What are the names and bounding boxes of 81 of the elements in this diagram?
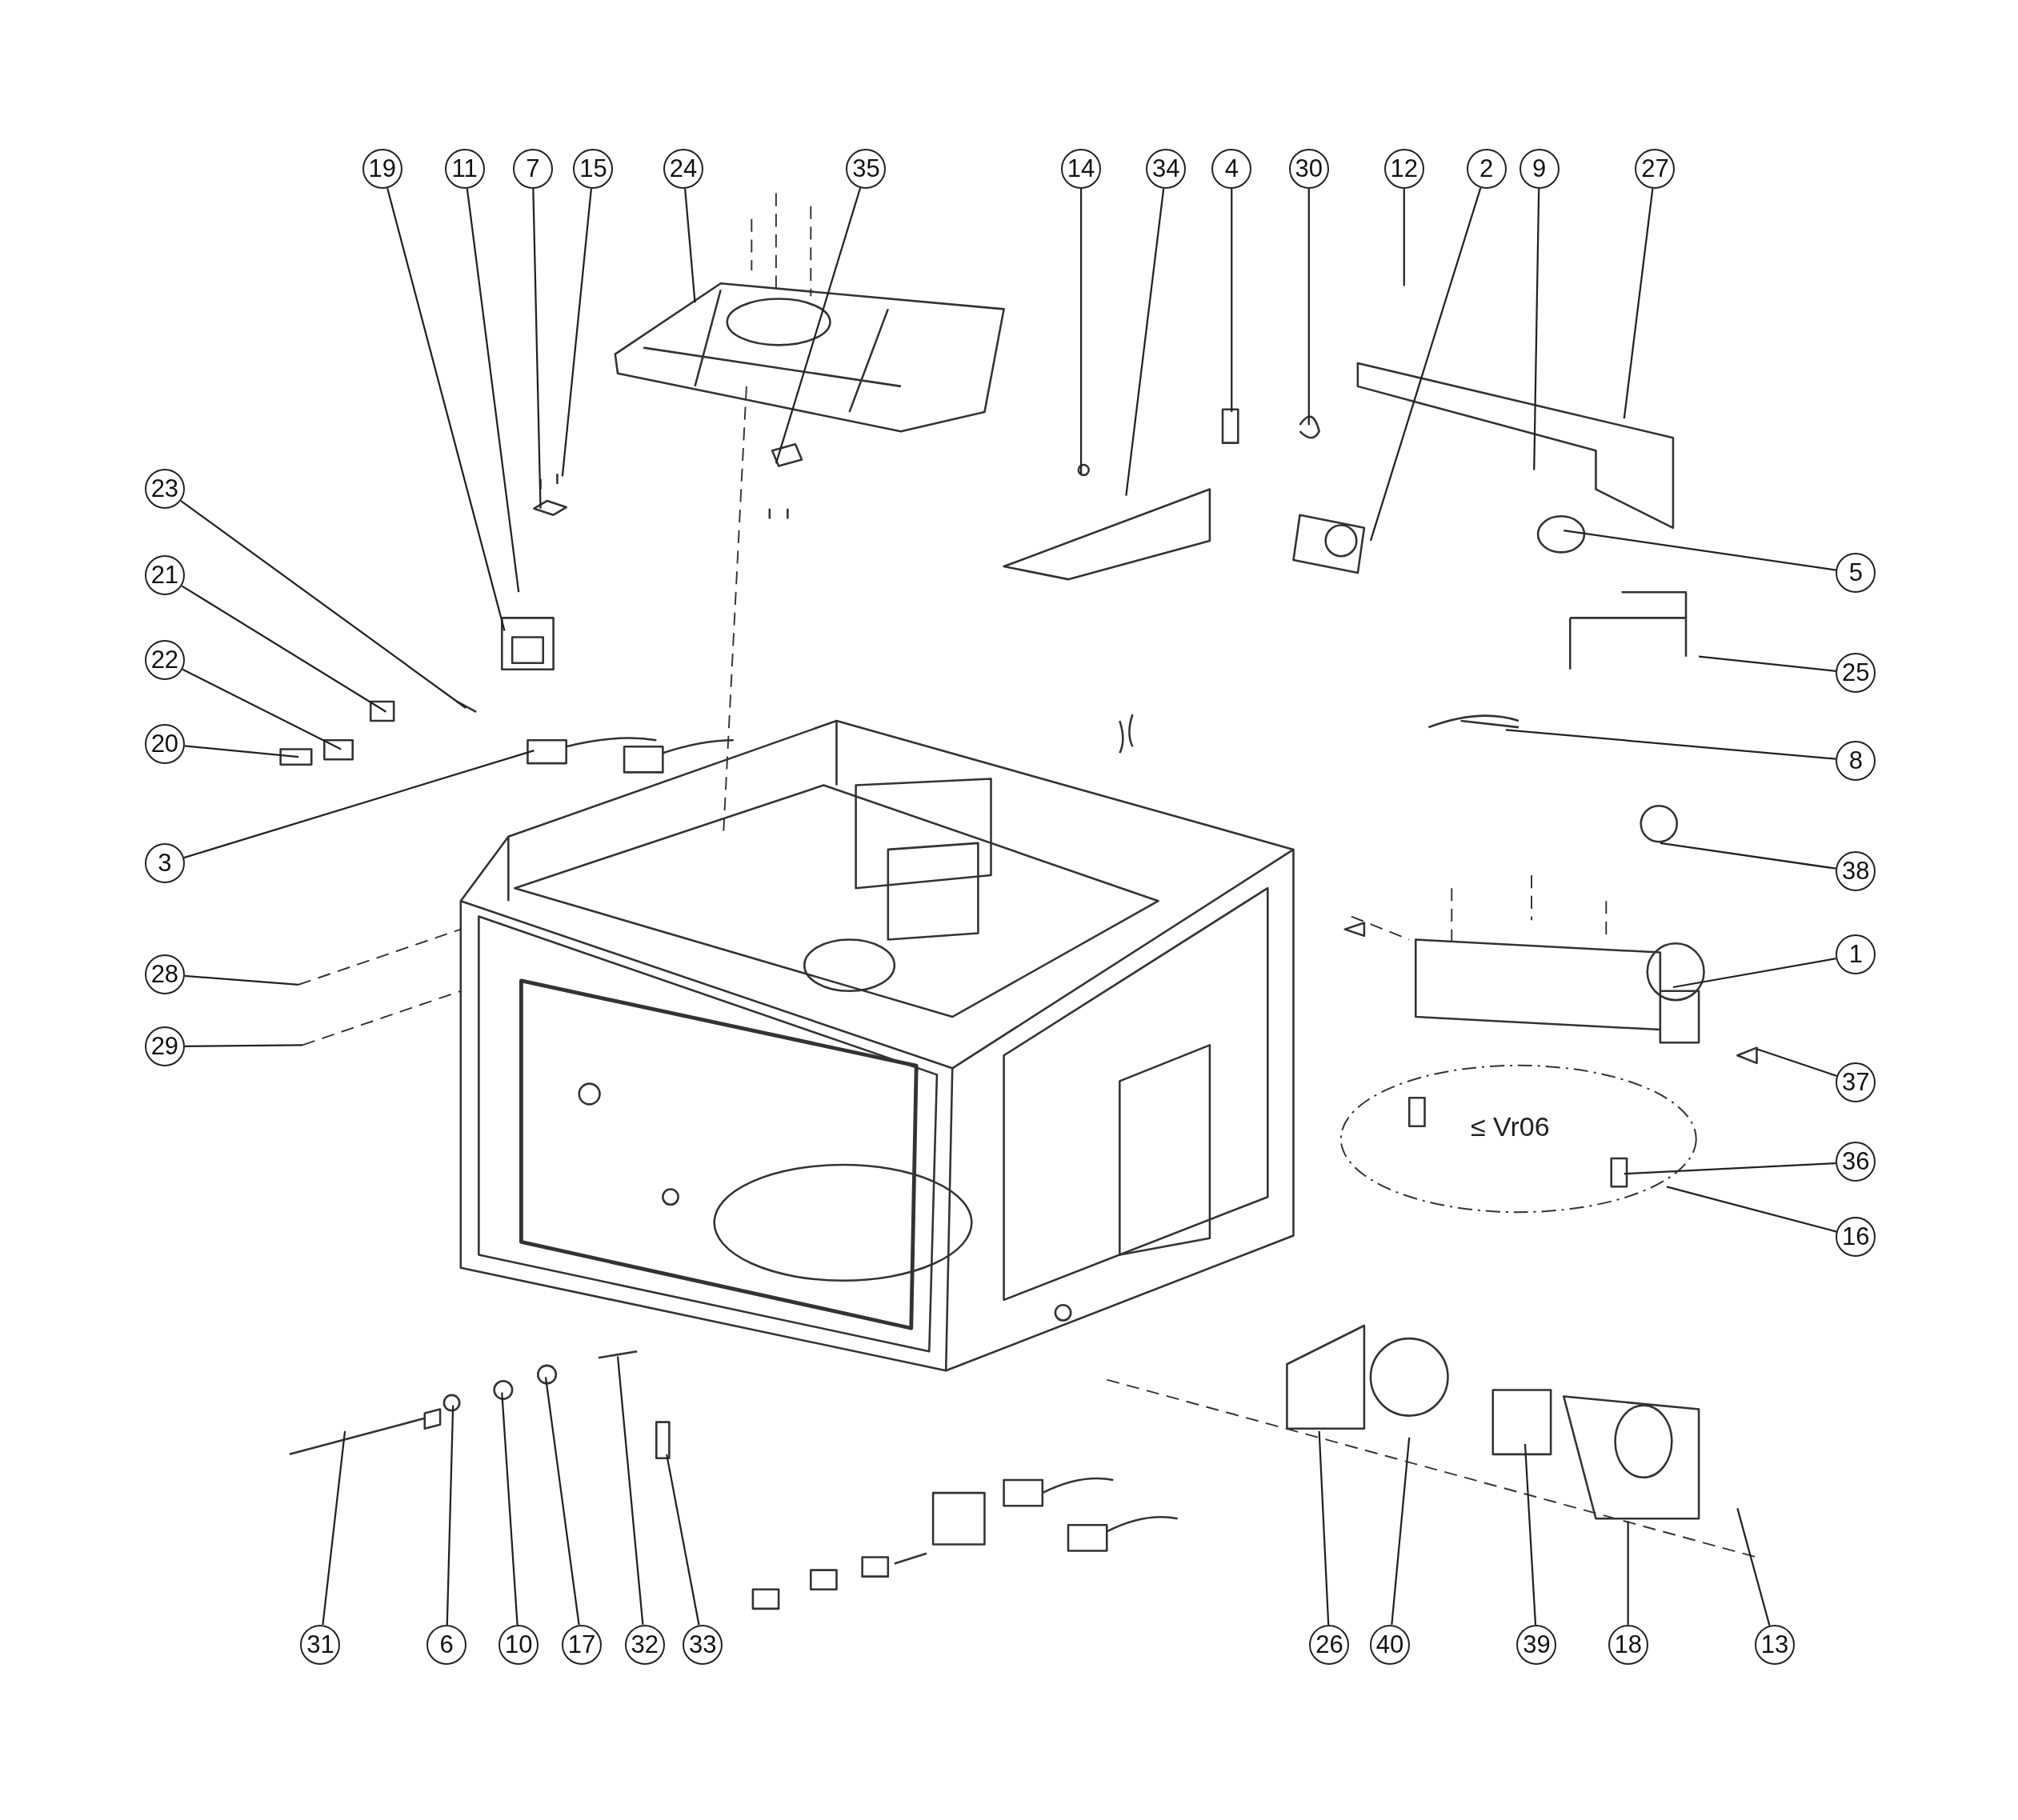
leader-line [1623, 188, 1654, 419]
leader-line [322, 1430, 346, 1626]
leader-line [561, 188, 593, 477]
callout-number: 33 [683, 1624, 723, 1665]
leader-line [182, 668, 342, 750]
callout-number: 9 [1519, 148, 1560, 189]
callout-number: 27 [1635, 148, 1676, 189]
callout-number: 30 [1288, 148, 1329, 189]
callout-number: 16 [1836, 1216, 1876, 1257]
leader-line [684, 188, 696, 303]
version-note: ≤ Vr06 [1470, 1111, 1550, 1143]
leader-line [386, 187, 506, 631]
callout-number: 13 [1755, 1624, 1795, 1665]
leader-line [775, 187, 862, 464]
callout-number: 23 [144, 469, 185, 510]
callout-number: 15 [573, 148, 614, 189]
callout-number: 7 [512, 148, 553, 189]
leader-line [1505, 729, 1836, 760]
callout-number: 3 [144, 843, 185, 884]
callout-number: 25 [1836, 653, 1876, 694]
leader-line [666, 1454, 700, 1626]
callout-number: 36 [1836, 1142, 1876, 1182]
leader-line [184, 1044, 302, 1047]
leader-line [1660, 842, 1836, 870]
leader-line [1533, 188, 1540, 470]
callout-number: 32 [624, 1624, 665, 1665]
leader-line [1627, 1521, 1629, 1625]
callout-number: 5 [1836, 552, 1876, 593]
leader-line [1666, 1186, 1837, 1233]
callout-number: 1 [1836, 934, 1876, 975]
callout-number: 37 [1836, 1062, 1876, 1102]
callout-number: 28 [144, 954, 185, 994]
callout-number: 20 [144, 723, 185, 764]
callout-number: 24 [663, 148, 704, 189]
leader-line [1736, 1508, 1771, 1626]
callout-number: 21 [144, 554, 185, 595]
leader-line [446, 1405, 454, 1625]
leader-line [1756, 1048, 1838, 1078]
leader-line [532, 188, 542, 509]
callout-number: 29 [144, 1026, 185, 1066]
leader-line [184, 745, 299, 758]
leader-line [180, 500, 466, 709]
leader-line [1307, 189, 1310, 426]
callout-number: 40 [1370, 1624, 1411, 1665]
leader-line [1672, 958, 1836, 989]
callout-number: 34 [1146, 148, 1187, 189]
callout-number: 39 [1516, 1624, 1557, 1665]
callout-number: 10 [498, 1624, 539, 1665]
callout-number: 35 [846, 148, 887, 189]
leader-line [1079, 189, 1083, 474]
leader-line [1624, 1162, 1836, 1175]
callout-number: 14 [1061, 148, 1102, 189]
leader-line [501, 1392, 519, 1626]
leader-line [1524, 1443, 1537, 1626]
leader-line [1699, 655, 1836, 672]
leader-line [181, 585, 387, 713]
leader-line [183, 750, 535, 859]
callout-number: 31 [300, 1624, 341, 1665]
callout-number: 38 [1836, 850, 1876, 891]
leader-line [1391, 1437, 1411, 1626]
leader-line [184, 974, 299, 986]
leader-line [1231, 189, 1233, 413]
callout-number: 2 [1466, 148, 1507, 189]
callout-number: 6 [426, 1624, 467, 1665]
leader-line [544, 1377, 580, 1626]
leader-line [616, 1356, 644, 1626]
callout-number: 8 [1836, 740, 1876, 781]
leader-line [1564, 529, 1836, 571]
leader-line [466, 188, 520, 593]
callout-number: 12 [1383, 148, 1424, 189]
callout-number: 18 [1608, 1624, 1648, 1665]
callout-number: 17 [562, 1624, 602, 1665]
leader-line [1369, 187, 1482, 542]
callout-number: 19 [362, 148, 402, 189]
callout-number: 4 [1211, 148, 1252, 189]
leader-line [1125, 188, 1165, 496]
callout-number: 22 [144, 640, 185, 681]
callout-number: 26 [1309, 1624, 1350, 1665]
leader-line [1318, 1430, 1330, 1626]
callout-number: 11 [444, 148, 485, 189]
leader-line [1403, 189, 1405, 286]
